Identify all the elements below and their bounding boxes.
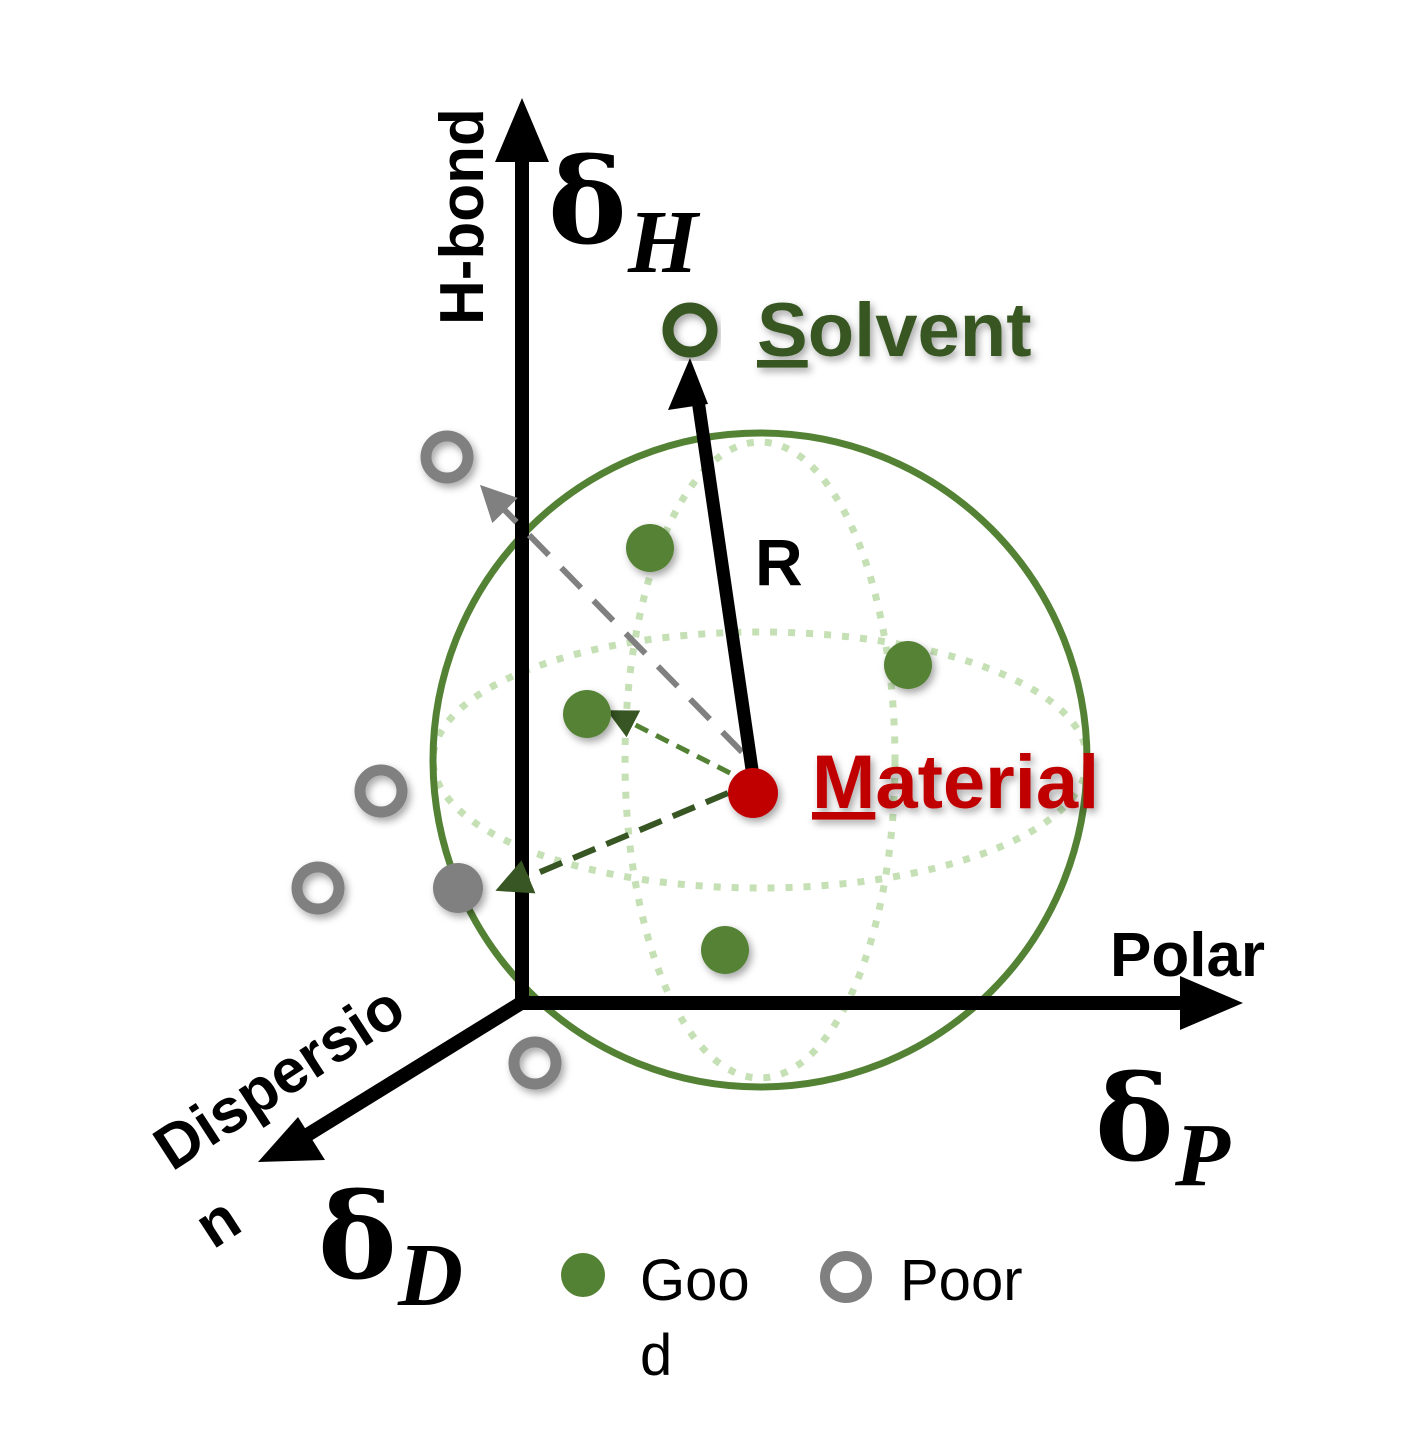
radius-arrow-head <box>668 358 708 410</box>
polar-axis-label: Polar <box>1110 921 1265 990</box>
distance-lines <box>479 484 745 894</box>
h-bond-axis-arrowhead <box>495 98 549 162</box>
radius-label: R <box>755 525 803 599</box>
dispersion-axis-label-wrap: n <box>183 1183 252 1261</box>
polar-symbol: δ <box>1095 1049 1174 1188</box>
radius-arrow-line <box>691 399 762 791</box>
legend-poor-marker <box>820 1251 872 1303</box>
good-point <box>626 524 674 572</box>
good-point <box>563 690 611 738</box>
legend-poor-label: Poor <box>900 1248 1023 1313</box>
solvent-label: Solvent <box>757 288 1032 373</box>
h-bond-symbol: δ <box>548 132 627 271</box>
boundary-distance-line <box>495 790 730 894</box>
dispersion-axis-arrowhead <box>258 1117 325 1162</box>
solvent-label-initial: S <box>757 288 808 373</box>
material-label-rest: aterial <box>875 740 1099 825</box>
h-bond-axis-label: H-bond <box>428 108 497 325</box>
material-label-initial: M <box>812 740 875 825</box>
solvent-point <box>662 302 718 358</box>
legend-good-label: Goo <box>640 1248 750 1313</box>
sphere-guide-vertical <box>621 438 899 1082</box>
poor-point-boundary <box>433 863 483 913</box>
radius-arrow <box>668 358 762 791</box>
good-distance-line <box>606 710 732 776</box>
poor-distance-line <box>479 484 745 755</box>
legend-good-marker <box>561 1253 605 1297</box>
polar-subscript: P <box>1174 1106 1231 1205</box>
good-point <box>884 641 932 689</box>
poor-points <box>291 430 562 1090</box>
material-label: Material <box>812 740 1099 825</box>
poor-point <box>420 430 474 484</box>
solvent-label-rest: olvent <box>808 288 1032 373</box>
poor-point <box>354 764 408 818</box>
dispersion-symbol: δ <box>318 1167 397 1306</box>
hansen-sphere <box>429 429 1091 1091</box>
legend-good-label-wrap: d <box>640 1323 672 1388</box>
dispersion-subscript: D <box>397 1226 463 1325</box>
material-point <box>728 768 778 818</box>
sphere-outline <box>429 429 1091 1091</box>
poor-point <box>508 1036 562 1090</box>
good-point <box>701 926 749 974</box>
polar-axis-arrowhead <box>1180 976 1243 1030</box>
h-bond-subscript: H <box>627 193 701 292</box>
dispersion-axis-line <box>292 994 530 1148</box>
good-points <box>563 524 932 974</box>
poor-point <box>291 861 345 915</box>
legend: Goo d Poor <box>561 1248 1023 1388</box>
axes <box>258 98 1243 1162</box>
